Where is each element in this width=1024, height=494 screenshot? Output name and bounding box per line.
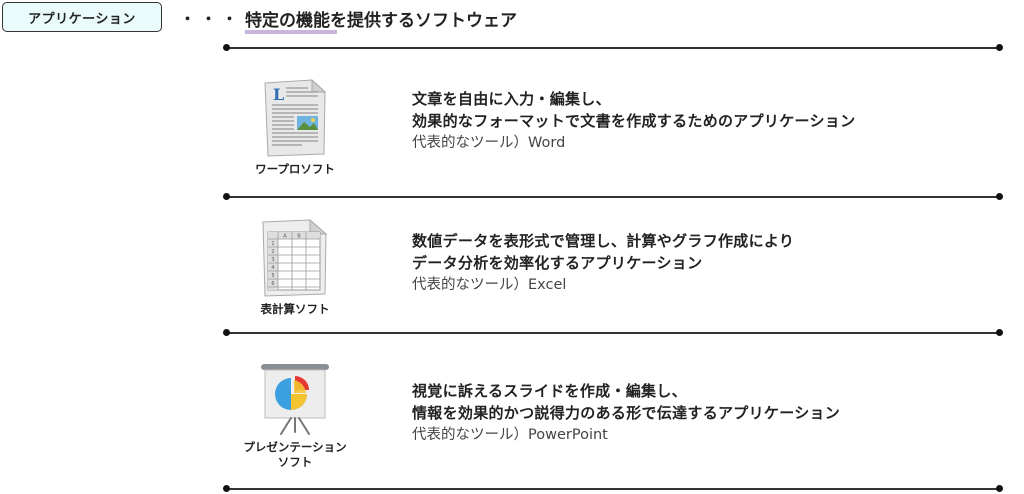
presentation-caption: プレゼンテーション ソフト: [240, 440, 350, 470]
page-title-text: 特定の機能を提供するソフトウェア: [245, 11, 517, 31]
document-icon: L: [264, 78, 327, 157]
column-header-b: B: [297, 234, 301, 240]
spreadsheet-icon-group: A B 1 2 3 4 5 6 表計算ソフト: [240, 218, 350, 317]
presentation-description: 視覚に訴えるスライドを作成・編集し、 情報を効果的かつ説得力のある形で伝達するア…: [412, 380, 840, 446]
row-header: 2: [271, 249, 274, 255]
page-title: 特定の機能を提供するソフトウェア: [245, 6, 517, 34]
spreadsheet-description: 数値データを表形式で管理し、計算やグラフ作成により データ分析を効率化するアプリ…: [412, 230, 794, 296]
word-processor-icon-group: L ワープロソフト: [240, 78, 350, 177]
application-badge: アプリケーション: [2, 2, 162, 32]
spreadsheet-caption: 表計算ソフト: [260, 302, 330, 316]
spreadsheet-example: 代表的なツール）Excel: [412, 277, 567, 293]
row-header: 5: [271, 273, 274, 279]
spreadsheet-line-2: データ分析を効率化するアプリケーション: [412, 254, 703, 272]
divider-bottom: [223, 485, 1003, 491]
row-header: 6: [271, 281, 274, 287]
presentation-icon-group: プレゼンテーション ソフト: [240, 362, 350, 470]
presentation-caption-line-1: プレゼンテーション: [243, 440, 347, 454]
row-header: 3: [271, 257, 274, 263]
row-header: 1: [271, 241, 274, 247]
document-icon-letter: L: [273, 85, 284, 104]
divider-1: [223, 193, 1003, 199]
divider-2: [223, 329, 1003, 335]
presentation-caption-line-2: ソフト: [277, 455, 313, 469]
presentation-line-1: 視覚に訴えるスライドを作成・編集し、: [412, 382, 687, 400]
spreadsheet-line-1: 数値データを表形式で管理し、計算やグラフ作成により: [412, 232, 795, 250]
ellipsis-dots: ・・・: [180, 10, 244, 28]
divider-top: [223, 44, 1003, 50]
title-highlight: [245, 30, 337, 34]
word-processor-line-2: 効果的なフォーマットで文書を作成するためのアプリケーション: [412, 112, 856, 130]
word-processor-caption: ワープロソフト: [255, 162, 335, 176]
spreadsheet-icon: A B 1 2 3 4 5 6: [262, 218, 328, 297]
presentation-board-icon: [261, 364, 329, 435]
word-processor-description: 文章を自由に入力・編集し、 効果的なフォーマットで文書を作成するためのアプリケー…: [412, 88, 855, 154]
presentation-line-2: 情報を効果的かつ説得力のある形で伝達するアプリケーション: [412, 404, 841, 422]
row-header: 4: [271, 265, 274, 271]
column-header-a: A: [283, 234, 287, 240]
presentation-example: 代表的なツール）PowerPoint: [412, 427, 608, 443]
word-processor-example: 代表的なツール）Word: [412, 135, 566, 151]
word-processor-line-1: 文章を自由に入力・編集し、: [412, 90, 611, 108]
